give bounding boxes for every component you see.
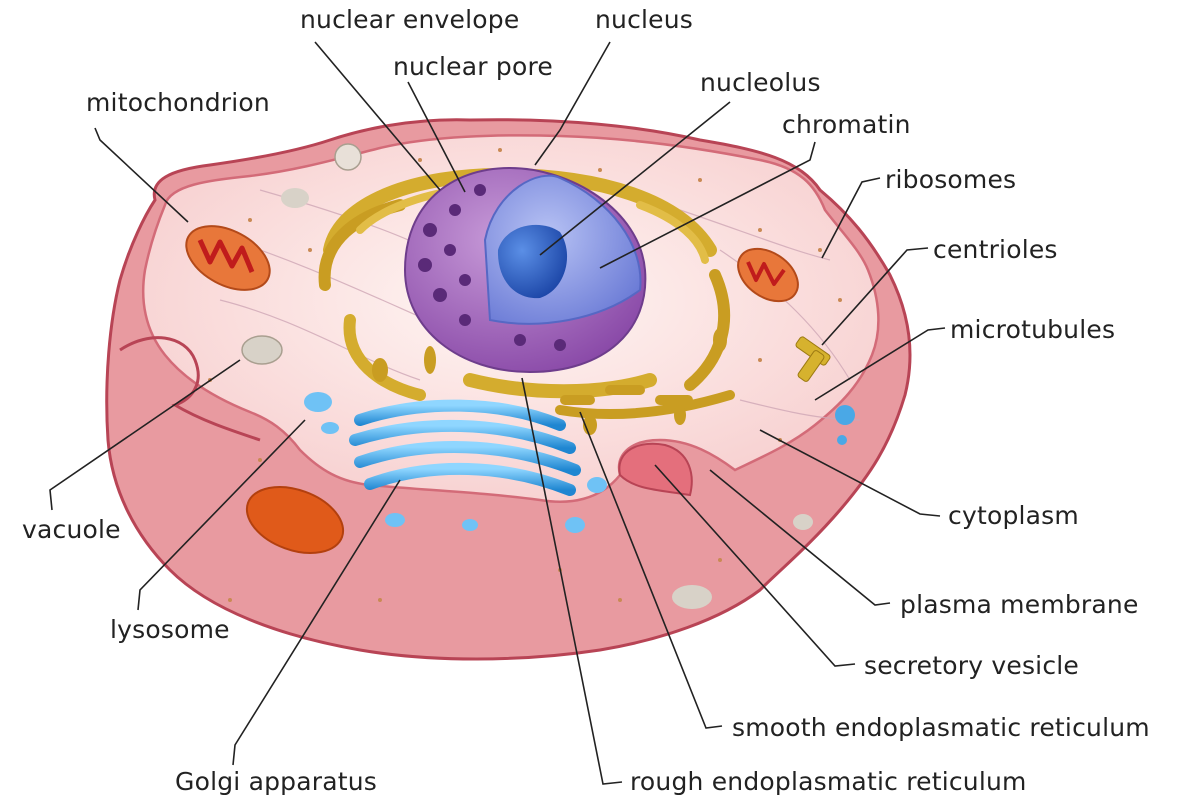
label-golgi-apparatus: Golgi apparatus bbox=[175, 767, 378, 796]
label-centrioles: centrioles bbox=[933, 235, 1058, 264]
label-nucleolus: nucleolus bbox=[700, 68, 821, 97]
leader-mitochondrion bbox=[94, 127, 189, 223]
leader-lysosome bbox=[137, 419, 306, 611]
leader-centrioles bbox=[821, 247, 929, 346]
leader-nuclear-envelope bbox=[314, 41, 441, 191]
secretory-vesicle-graphic bbox=[618, 442, 693, 497]
membrane-fold bbox=[119, 336, 261, 442]
label-nucleus: nucleus bbox=[595, 5, 694, 34]
leader-golgi bbox=[232, 479, 401, 766]
vesicle-top bbox=[334, 143, 362, 171]
leader-plasma-membrane bbox=[709, 469, 891, 606]
leader-nucleus bbox=[534, 41, 611, 166]
leader-lines bbox=[49, 41, 946, 785]
centrioles-graphic bbox=[795, 336, 831, 382]
blue-vesicle bbox=[835, 405, 855, 425]
label-chromatin: chromatin bbox=[782, 110, 911, 139]
mitochondrion-left bbox=[185, 225, 271, 291]
leader-cytoplasm bbox=[759, 429, 941, 517]
label-rough-er: rough endoplasmatic reticulum bbox=[630, 767, 1027, 796]
label-secretory-vesicle: secretory vesicle bbox=[864, 651, 1079, 680]
golgi-graphic bbox=[349, 399, 581, 496]
leader-chromatin bbox=[599, 141, 816, 269]
leader-nucleolus bbox=[539, 101, 731, 256]
vesicle-lower-right bbox=[672, 585, 712, 609]
leader-microtubules bbox=[814, 327, 946, 401]
leader-vacuole bbox=[49, 359, 241, 511]
vacuole-graphic bbox=[245, 486, 345, 554]
leader-smooth-er bbox=[579, 411, 723, 729]
vesicle-small bbox=[281, 188, 309, 208]
label-ribosomes: ribosomes bbox=[885, 165, 1017, 194]
label-cytoplasm: cytoplasm bbox=[948, 501, 1079, 530]
leader-secretory-vesicle bbox=[654, 464, 856, 667]
lysosome-graphic bbox=[241, 335, 283, 365]
blue-vesicle-2 bbox=[837, 435, 847, 445]
ribosome-dots bbox=[208, 148, 842, 602]
label-lysosome: lysosome bbox=[110, 615, 230, 644]
label-plasma-membrane: plasma membrane bbox=[900, 590, 1139, 619]
golgi-vesicles bbox=[304, 392, 607, 533]
leader-ribosomes bbox=[821, 177, 881, 259]
leader-rough-er bbox=[521, 377, 623, 785]
vesicle-right bbox=[793, 514, 813, 530]
label-nuclear-envelope: nuclear envelope bbox=[300, 5, 520, 34]
leader-nuclear-pore bbox=[407, 81, 466, 193]
smooth-er-graphic bbox=[560, 385, 693, 405]
label-mitochondrion: mitochondrion bbox=[86, 88, 270, 117]
label-microtubules: microtubules bbox=[950, 315, 1116, 344]
label-smooth-er: smooth endoplasmatic reticulum bbox=[732, 713, 1150, 742]
mitochondrion-right bbox=[737, 247, 799, 303]
label-vacuole: vacuole bbox=[22, 515, 121, 544]
label-nuclear-pore: nuclear pore bbox=[393, 52, 553, 81]
